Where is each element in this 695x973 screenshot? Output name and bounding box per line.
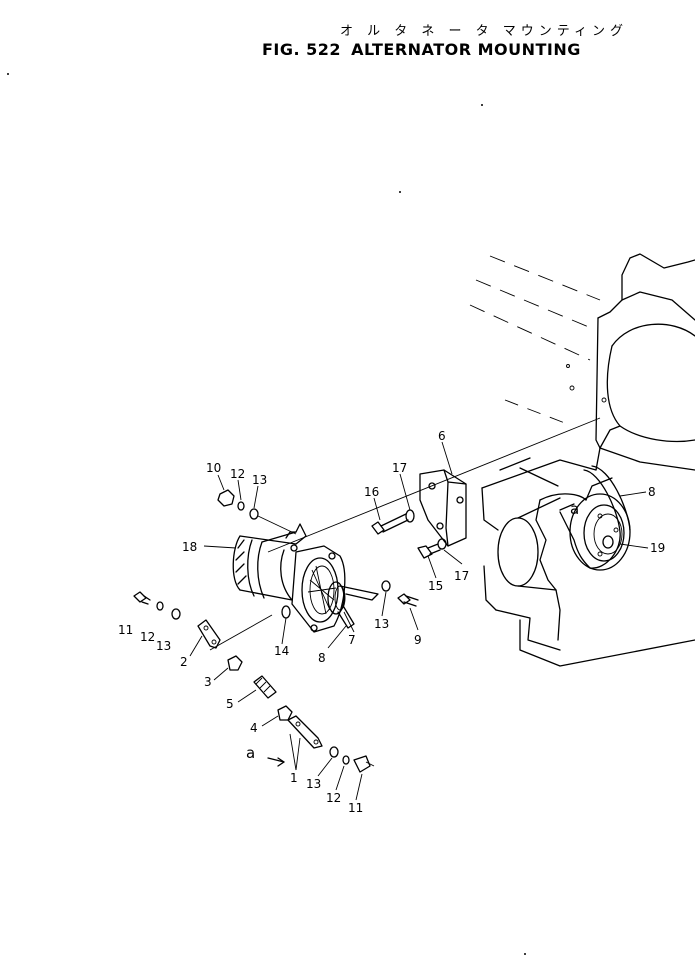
japanese-title: オ ル タ ネ ー タ マウンティング bbox=[340, 24, 629, 39]
figure-number: FIG. 522 bbox=[262, 40, 342, 59]
callout-19: 19 bbox=[650, 541, 665, 555]
callout-6: 6 bbox=[438, 429, 446, 443]
callout-17: 17 bbox=[454, 569, 469, 583]
callout-9: 9 bbox=[414, 633, 422, 647]
mounting-bracket bbox=[371, 469, 467, 559]
callout-16: 16 bbox=[364, 485, 379, 499]
callout-1: 1 bbox=[290, 771, 298, 785]
reference-mark-a: a bbox=[246, 744, 255, 762]
callout-18: 18 bbox=[182, 540, 197, 554]
figure-title: ALTERNATOR MOUNTING bbox=[351, 40, 581, 59]
callout-10: 10 bbox=[206, 461, 221, 475]
bracket-centerline bbox=[209, 614, 273, 651]
assembly-centerline bbox=[267, 417, 601, 553]
callout-11: 11 bbox=[348, 801, 363, 815]
callout-13: 13 bbox=[374, 617, 389, 631]
callout-13: 13 bbox=[306, 777, 321, 791]
callout-labels: 10 12 13 17 6 16 8 18 19 15 17 11 12 13 … bbox=[118, 429, 665, 815]
engine-block bbox=[469, 253, 695, 667]
callout-17: 17 bbox=[392, 461, 407, 475]
callout-7: 7 bbox=[348, 633, 356, 647]
alternator bbox=[232, 523, 379, 633]
reference-mark-a: a bbox=[570, 500, 579, 518]
callout-12: 12 bbox=[230, 467, 245, 481]
callout-15: 15 bbox=[428, 579, 443, 593]
hardware bbox=[133, 489, 575, 773]
figure-heading: FIG. 522 ALTERNATOR MOUNTING bbox=[262, 40, 591, 59]
callout-4: 4 bbox=[250, 721, 258, 735]
scan-specks bbox=[7, 73, 526, 955]
callout-12: 12 bbox=[326, 791, 341, 805]
callout-8: 8 bbox=[648, 485, 656, 499]
callout-12: 12 bbox=[140, 630, 155, 644]
callout-2: 2 bbox=[180, 655, 188, 669]
leader-lines bbox=[189, 441, 649, 801]
callout-13: 13 bbox=[156, 639, 171, 653]
callout-14: 14 bbox=[274, 644, 289, 658]
callout-5: 5 bbox=[226, 697, 234, 711]
callout-13: 13 bbox=[252, 473, 267, 487]
callout-8: 8 bbox=[318, 651, 326, 665]
callout-11: 11 bbox=[118, 623, 133, 637]
callout-3: 3 bbox=[204, 675, 212, 689]
